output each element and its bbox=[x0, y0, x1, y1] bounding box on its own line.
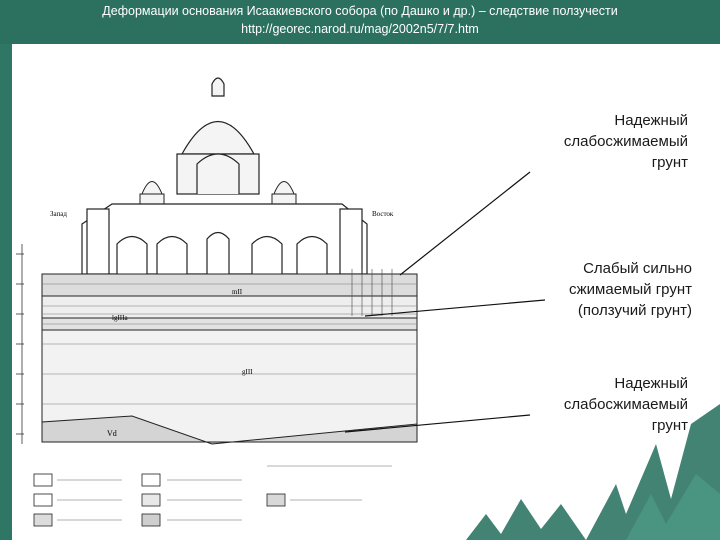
layer-label-gIII: gIII bbox=[242, 368, 253, 376]
side-label-west: Запад bbox=[50, 210, 67, 218]
left-decor-strip bbox=[0, 44, 12, 540]
cathedral-dome bbox=[176, 77, 260, 195]
layer-label-lgIIIa: lgIIIa bbox=[112, 314, 128, 322]
label-reliable-soil-top: Надежный слабосжимаемый грунт bbox=[563, 112, 688, 171]
legend bbox=[33, 465, 392, 527]
title-band: Деформации основания Исаакиевского собор… bbox=[0, 0, 720, 44]
source-url: http://georec.narod.ru/mag/2002n5/7/7.ht… bbox=[241, 22, 479, 36]
layer-label-mII: mII bbox=[232, 288, 243, 296]
depth-scale bbox=[16, 244, 24, 444]
side-label-east: Восток bbox=[372, 210, 394, 218]
teal-decor bbox=[466, 404, 720, 540]
cathedral-body bbox=[81, 203, 368, 275]
foundation-diagram: Запад Восток mII lgIIIa bbox=[16, 77, 418, 527]
label-weak-creep-soil: Слабый сильно сжимаемый грунт (ползучий … bbox=[568, 260, 692, 319]
soil-layers bbox=[41, 273, 418, 445]
slide-title: Деформации основания Исаакиевского собор… bbox=[102, 4, 618, 18]
layer-hatching bbox=[42, 283, 417, 405]
cathedral-figure: Запад Восток mII lgIIIa bbox=[12, 44, 466, 540]
right-panel bbox=[466, 44, 720, 540]
label-reliable-soil-bottom: Надежный слабосжимаемый грунт bbox=[563, 375, 688, 434]
layer-label-Vd: Vd bbox=[107, 429, 117, 438]
